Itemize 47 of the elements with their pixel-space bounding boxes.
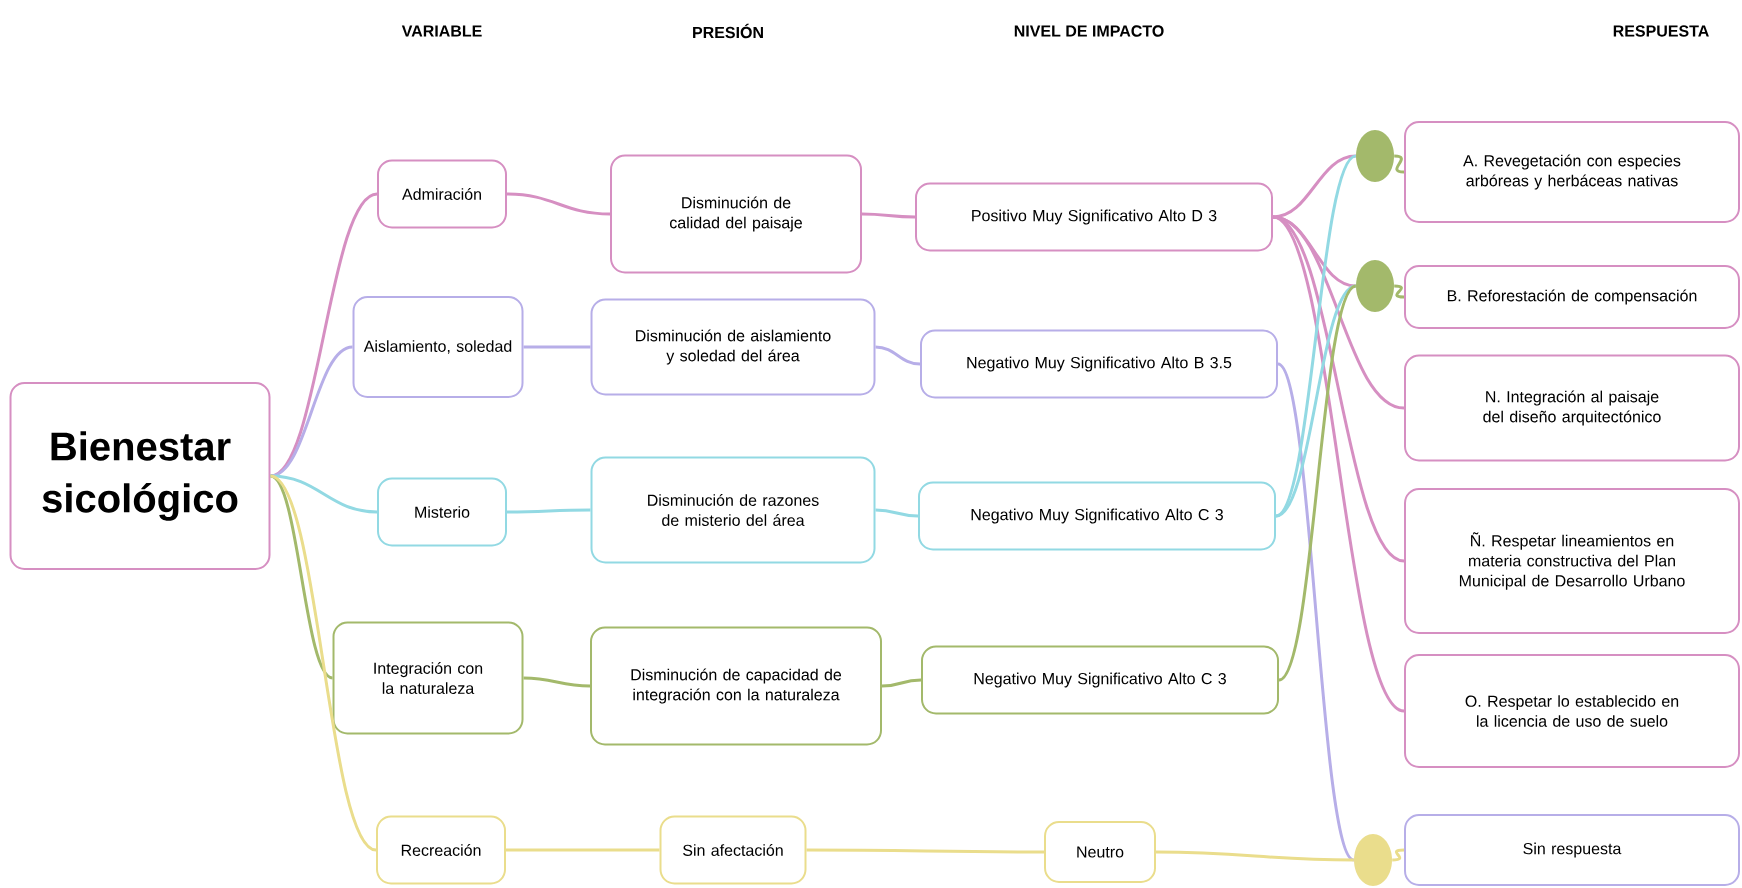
text-box: O. Respetar lo establecido en la licencia de uso de suelo — [1404, 654, 1740, 768]
connector-line — [875, 508, 919, 518]
connector-line — [506, 192, 611, 216]
text-box: Aislamiento, soledad — [352, 296, 524, 398]
text-box: N. Integración al paisaje del diseño arquitectónico — [1404, 354, 1740, 462]
text-box: Disminución de razones de misterio del área — [590, 456, 876, 564]
text-box: Neutro — [1044, 821, 1156, 883]
text-box: Sin respuesta — [1404, 814, 1740, 886]
text-box: Disminución de calidad del paisaje — [610, 154, 862, 274]
connector-line — [862, 212, 916, 219]
column-heading: RESPUESTA — [1613, 25, 1709, 37]
text-box: Integración con la naturaleza — [332, 621, 524, 735]
text-box: Recreación — [376, 815, 506, 885]
connector-line — [1394, 154, 1405, 174]
column-heading: PRESIÓN — [693, 23, 763, 39]
text-box: B. Reforestación de compensación — [1404, 265, 1740, 329]
text-box: Misterio — [377, 477, 507, 547]
text-box: Sin afectación — [659, 815, 807, 885]
text-box: Disminución de aislamiento y soledad del área — [590, 298, 876, 396]
connector-line — [881, 678, 922, 688]
connector-line — [270, 345, 353, 478]
connector-line — [523, 345, 591, 349]
text-box: Positivo Muy Significativo Alto D 3 — [915, 182, 1273, 252]
text-box: Admiración — [377, 159, 507, 229]
column-heading: VARIABLE — [401, 25, 482, 37]
connector-line — [523, 676, 591, 688]
connector-line — [1392, 848, 1405, 862]
connector-dot — [1356, 260, 1394, 312]
connector-dot — [1354, 834, 1392, 886]
text-box: Negativo Muy Significativo Alto C 3 — [921, 645, 1279, 715]
topic-box: Bienestar sicológico — [9, 382, 271, 570]
connector-line — [1276, 363, 1355, 861]
text-box: Negativo Muy Significativo Alto C 3 — [918, 481, 1276, 551]
connector-line — [875, 345, 921, 366]
connector-dot — [1356, 130, 1394, 182]
connector-line — [1277, 284, 1357, 682]
connector-line — [1156, 850, 1354, 862]
connector-line — [806, 848, 1044, 854]
text-box: Disminución de capacidad de integración con la naturaleza — [590, 626, 882, 746]
connector-line — [1394, 284, 1405, 299]
column-heading: NIVEL DE IMPACTO — [1014, 25, 1164, 37]
text-box: A. Revegetación con especies arbóreas y herbáceas nativas — [1404, 121, 1740, 223]
connector-line — [269, 474, 377, 852]
connector-line — [507, 508, 591, 514]
connector-line — [506, 848, 660, 852]
text-box: Ñ. Respetar lineamientos en materia constructiva del Plan Municipal de Desarrollo Urbano — [1404, 488, 1740, 634]
text-box: Negativo Muy Significativo Alto B 3.5 — [920, 329, 1278, 399]
